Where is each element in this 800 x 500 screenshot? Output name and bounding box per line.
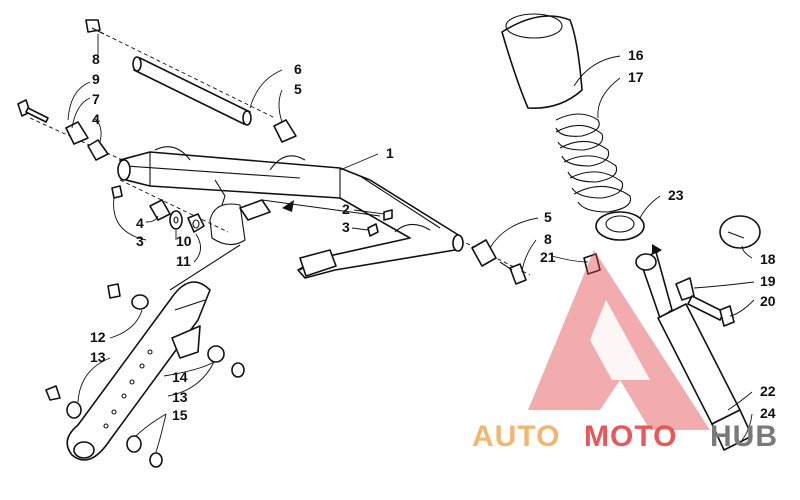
bolt-part-20	[687, 295, 735, 327]
callout-4-left: 4	[136, 215, 144, 231]
fitting-part-2	[383, 209, 393, 221]
callout-12: 12	[90, 329, 106, 345]
callout-16: 16	[628, 47, 644, 63]
callout-3-mid: 3	[342, 219, 350, 235]
callout-5-top: 5	[294, 81, 302, 97]
washer-part-13-right	[207, 345, 225, 363]
bolt-part-8-top	[85, 19, 105, 35]
callout-11: 11	[176, 253, 191, 269]
callout-8-top: 8	[92, 51, 100, 67]
nut-part-11	[187, 213, 205, 233]
watermark-auto: AUTO	[472, 420, 560, 453]
callout-13-right: 13	[172, 389, 188, 405]
washer-part-10	[169, 210, 183, 230]
boot-part-16	[501, 13, 583, 109]
callout-24: 24	[760, 405, 776, 421]
watermark-hub: HUB	[710, 420, 778, 453]
nut-part-21	[583, 253, 601, 275]
spacer-part-19	[675, 277, 695, 301]
watermark-moto: MOTO	[584, 420, 677, 453]
clip-part-18	[719, 215, 761, 249]
washer-part-13-top	[131, 294, 149, 310]
swing-arm-part-1	[117, 146, 464, 279]
callout-4-top: 4	[92, 111, 100, 127]
bolt-part-12-top	[107, 283, 121, 299]
callout-9: 9	[92, 71, 100, 87]
callout-18: 18	[760, 251, 776, 267]
callout-1: 1	[386, 145, 394, 161]
callout-17: 17	[628, 69, 644, 85]
bolt-part-12-bottom	[45, 385, 61, 401]
cup-part-23	[595, 211, 645, 241]
arrow-pointer-icon	[282, 200, 294, 212]
callout-6: 6	[294, 61, 302, 77]
washer-part-13-lower	[126, 435, 142, 453]
callout-7: 7	[92, 91, 100, 107]
callout-5-right: 5	[544, 209, 552, 225]
bolt-part-9	[17, 99, 49, 123]
watermark-inner-triangle-icon	[590, 300, 650, 380]
watermark-logo	[528, 250, 710, 430]
callout-19: 19	[760, 273, 776, 289]
sleeve-part-7	[65, 121, 89, 145]
bushing-part-4-left	[149, 199, 171, 221]
washer-part-13-bottom	[66, 401, 82, 419]
screw-part-3-mid	[367, 223, 379, 237]
callout-21: 21	[540, 249, 556, 265]
callout-22: 22	[760, 383, 776, 399]
shock-part-22	[635, 251, 741, 425]
screw-part-3-left	[111, 185, 123, 199]
callout-10: 10	[176, 233, 192, 249]
bushing-part-4-top	[87, 139, 109, 161]
callout-2: 2	[342, 201, 350, 217]
callout-20: 20	[760, 293, 776, 309]
callout-23: 23	[668, 187, 684, 203]
link-part-14	[66, 281, 211, 461]
callout-3-left: 3	[136, 233, 144, 249]
callout-8-right: 8	[544, 231, 552, 247]
callout-13-left: 13	[90, 349, 106, 365]
spring-part-17	[555, 113, 632, 213]
callout-14: 14	[172, 369, 188, 385]
bushing-part-5-top	[273, 119, 297, 143]
callout-15: 15	[172, 407, 188, 423]
bushing-part-5-right	[471, 239, 497, 267]
tube-part-6	[132, 56, 252, 126]
bolt-part-8-right	[499, 261, 527, 285]
nut-part-15-lower	[149, 452, 163, 468]
nut-part-15-right	[231, 362, 245, 378]
